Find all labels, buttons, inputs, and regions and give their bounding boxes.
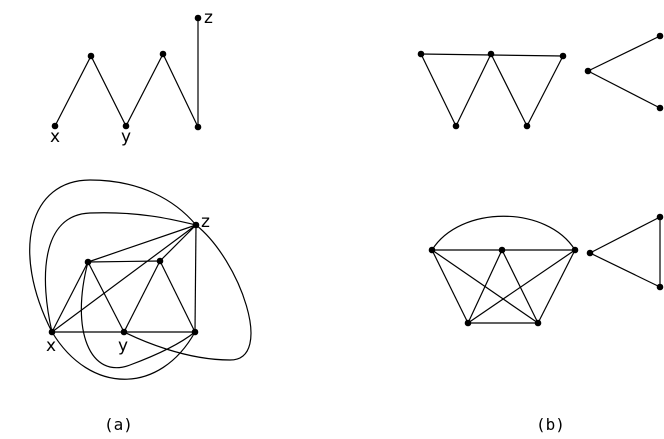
vertex [656, 104, 664, 112]
curve-x-z-inner [44, 212, 197, 333]
panel-b-top-graph [417, 32, 664, 130]
vertex [498, 246, 506, 254]
edge [589, 216, 661, 254]
label-x: x [46, 336, 56, 356]
edge [87, 260, 161, 263]
edge [194, 224, 197, 333]
vertex [191, 328, 199, 336]
vertex [464, 319, 472, 327]
edge [420, 53, 457, 127]
edge [159, 260, 196, 333]
label-z: z [204, 8, 213, 28]
vertex [584, 67, 592, 75]
curve-x-z-outer [29, 179, 197, 333]
vertex [452, 122, 460, 130]
vertex-y [120, 328, 128, 336]
vertex [194, 123, 202, 131]
edge [87, 261, 125, 333]
vertex [534, 319, 542, 327]
edge [587, 70, 661, 109]
vertex [656, 283, 664, 291]
label-y: y [121, 127, 131, 147]
vertex [84, 258, 92, 266]
vertex [487, 50, 495, 58]
label-y: y [118, 336, 128, 356]
edge [490, 53, 528, 127]
edge [501, 249, 539, 324]
edge [467, 249, 503, 324]
vertex [656, 32, 664, 40]
curve-x-loop [51, 331, 196, 380]
vertex-x [51, 122, 59, 130]
edge [467, 249, 576, 324]
vertex [87, 52, 95, 60]
edge [526, 55, 564, 127]
vertex [586, 249, 594, 257]
edge [455, 53, 492, 127]
edge [587, 35, 661, 72]
vertex-z [192, 221, 200, 229]
vertex [417, 50, 425, 58]
edge [537, 249, 576, 324]
edge [431, 249, 469, 324]
vertex-y [122, 122, 130, 130]
vertex [523, 122, 531, 130]
vertex-x [48, 328, 56, 336]
curve-vertex-around [80, 261, 196, 369]
vertex [428, 246, 436, 254]
panel-a-top-path: x y z [50, 8, 213, 147]
vertex [159, 50, 167, 58]
vertex [656, 213, 664, 221]
panel-b-bottom-graph [428, 213, 664, 327]
edge [51, 261, 89, 333]
vertex-z [194, 14, 202, 22]
vertex [571, 246, 579, 254]
curve-z-y-outer [123, 224, 252, 361]
edge [123, 260, 161, 333]
label-z: z [201, 212, 210, 232]
vertex [156, 257, 164, 265]
caption-a: (a) [104, 415, 133, 434]
zigzag-path [54, 18, 199, 128]
label-x: x [50, 127, 60, 147]
edge [589, 252, 661, 288]
panel-a-bottom-graph: x y z [29, 179, 252, 380]
vertex [559, 52, 567, 60]
caption-b: (b) [536, 415, 565, 434]
edge [87, 224, 197, 263]
edge [159, 224, 197, 262]
arc-top [431, 215, 576, 251]
edge [51, 224, 197, 333]
